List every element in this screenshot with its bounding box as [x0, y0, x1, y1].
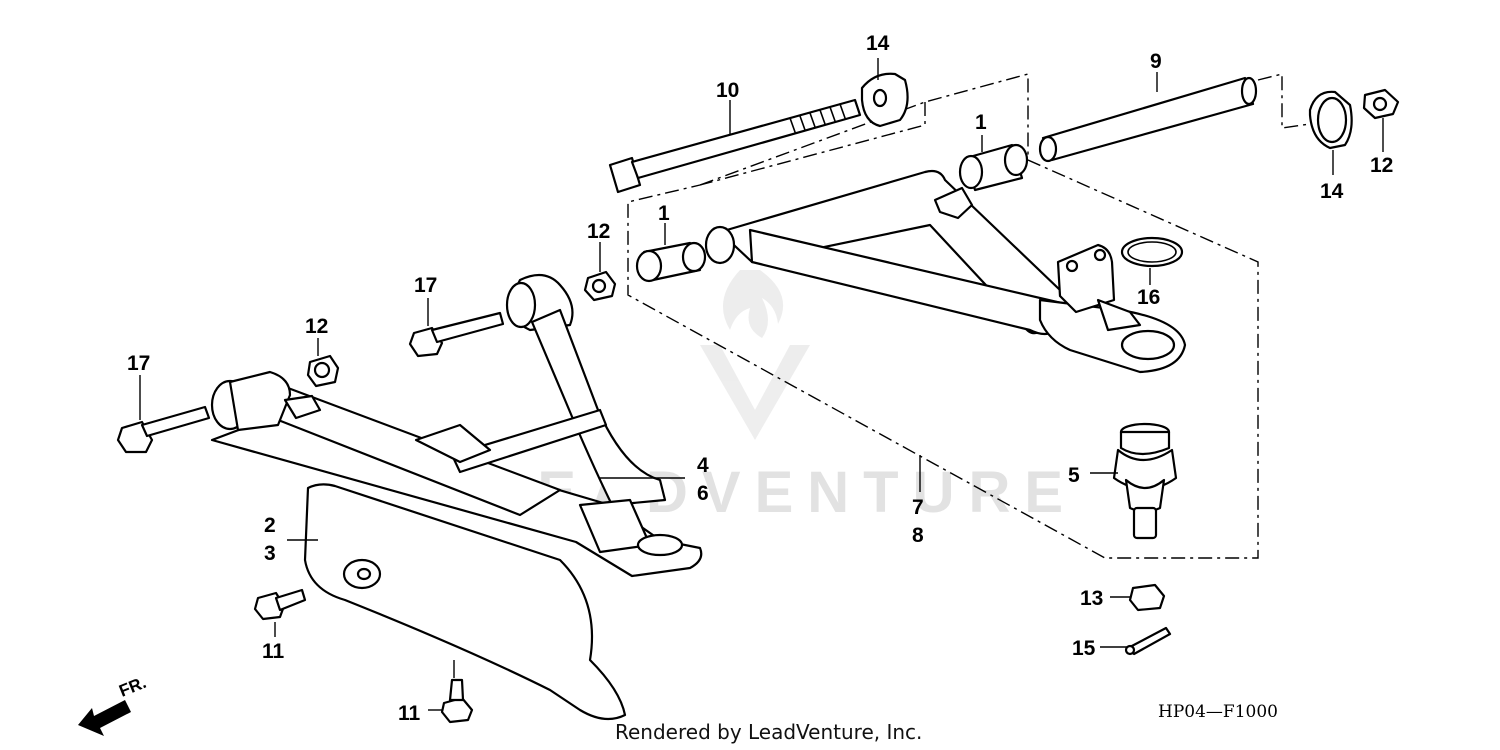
callout-1a: 1: [658, 202, 670, 225]
callout-6: 6: [697, 482, 709, 505]
callout-12b: 12: [587, 220, 610, 243]
front-arrow-icon: FR.: [78, 673, 149, 736]
washer-14a: [860, 72, 909, 128]
callouts: 14 10 9 1 1 12 14 12 16 5 7 8 17 12 17 4…: [127, 32, 1393, 725]
bolt-17b: [408, 311, 505, 358]
callout-7: 7: [912, 496, 924, 519]
watermark-logo: [700, 270, 810, 440]
callout-3: 3: [264, 542, 276, 565]
callout-11a: 11: [262, 640, 285, 663]
callout-2: 2: [264, 514, 276, 537]
callout-8: 8: [912, 524, 924, 547]
pivot-bolt-frame: [699, 102, 926, 186]
front-direction-label: FR.: [116, 673, 149, 701]
callout-10: 10: [716, 79, 739, 102]
callout-17b: 17: [414, 274, 437, 297]
snap-ring-16: [1120, 236, 1184, 268]
pivot-pipe-9: [1038, 76, 1258, 163]
upper-arm: [704, 169, 1187, 374]
callout-11b: 11: [398, 702, 421, 725]
render-credit: Rendered by LeadVenture, Inc.: [615, 720, 922, 744]
cotter-pin-15: [1124, 626, 1172, 656]
callout-13: 13: [1080, 587, 1103, 610]
pivot-pipe-frame: [1257, 73, 1311, 129]
callout-4: 4: [697, 454, 709, 477]
bushing-1a: [635, 241, 707, 283]
collar-12a: [306, 354, 340, 388]
castle-nut-13: [1128, 583, 1166, 612]
callout-12c: 12: [1370, 154, 1393, 177]
bolt-11a: [253, 588, 307, 621]
callout-1b: 1: [975, 111, 987, 134]
collar-12b: [583, 270, 617, 302]
bolt-11b: [440, 678, 474, 724]
bolt-17a: [116, 405, 211, 454]
nut-12c: [1362, 88, 1400, 120]
bushing-1b: [958, 143, 1029, 192]
callout-5: 5: [1068, 464, 1080, 487]
callout-15: 15: [1072, 637, 1096, 660]
washer-14b: [1308, 90, 1353, 150]
bolt-10: [608, 98, 862, 194]
callout-16: 16: [1137, 286, 1160, 309]
lower-arm: [210, 273, 703, 578]
callout-17a: 17: [127, 352, 150, 375]
diagram-code: HP04—F1000: [1158, 702, 1278, 722]
ball-joint-5: [1112, 422, 1178, 540]
callout-9: 9: [1150, 50, 1162, 73]
arm-guard: [303, 483, 627, 721]
leader-lines: [139, 58, 1384, 711]
callout-14b: 14: [1320, 180, 1344, 203]
callout-14a: 14: [866, 32, 890, 55]
callout-12a: 12: [305, 315, 328, 338]
